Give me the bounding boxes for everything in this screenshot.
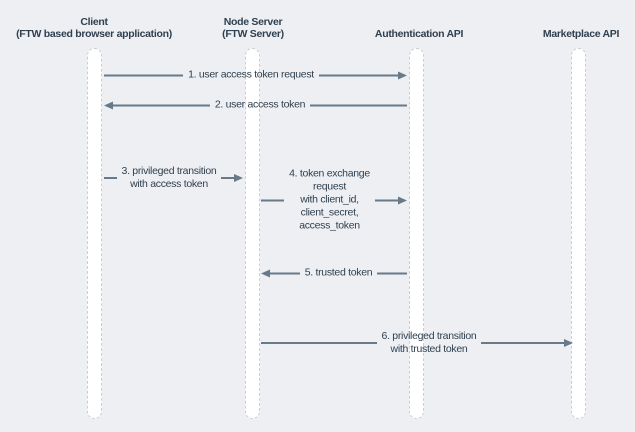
actor-subtitle: (FTW Server) (222, 28, 284, 40)
message-line (104, 177, 117, 179)
lifeline-node-server (245, 48, 260, 419)
actor-title: Client (80, 16, 108, 28)
lifeline-client (87, 48, 102, 419)
message-line (221, 177, 235, 179)
actor-title: Marketplace API (542, 28, 620, 40)
arrow-right-icon (398, 196, 407, 204)
actor-header-client: Client (FTW based browser application) (16, 8, 172, 40)
message-label: 5. trusted token (304, 266, 373, 279)
message-line (270, 272, 300, 274)
message-label: 1. user access token request (188, 68, 314, 81)
actor-header-authentication-api: Authentication API (375, 8, 463, 40)
lifeline-marketplace-api (571, 48, 586, 419)
arrow-right-icon (564, 339, 573, 347)
message-user-access-token-request: 1. user access token request (104, 69, 407, 82)
message-line (481, 342, 564, 344)
message-token-exchange-request: 4. token exchange request with client_id… (261, 168, 407, 233)
arrow-left-icon (104, 101, 113, 109)
message-privileged-transition-access-token: 3. privileged transition with access tok… (104, 165, 244, 191)
arrow-right-icon (234, 174, 244, 182)
message-line (261, 342, 377, 344)
lifeline-authentication-api (409, 48, 424, 419)
message-label: 3. privileged transition with access tok… (121, 165, 217, 190)
message-label: 6. privileged transition with trusted to… (381, 330, 477, 355)
actor-title: Node Server (223, 16, 283, 28)
message-label: 2. user access token (214, 98, 306, 111)
actor-header-marketplace-api: Marketplace API (542, 8, 620, 40)
actor-header-node-server: Node Server (FTW Server) (222, 8, 284, 40)
message-line (104, 74, 184, 76)
message-line (261, 199, 285, 201)
message-line (318, 74, 398, 76)
actor-title: Authentication API (374, 28, 464, 40)
message-label: 4. token exchange request with client_id… (289, 167, 370, 232)
message-line (377, 272, 408, 274)
arrow-left-icon (261, 269, 270, 277)
arrow-right-icon (398, 71, 407, 79)
message-trusted-token: 5. trusted token (261, 266, 408, 280)
actor-subtitle: (FTW based browser application) (16, 28, 172, 40)
message-privileged-transition-trusted-token: 6. privileged transition with trusted to… (261, 330, 573, 356)
message-line (374, 199, 398, 201)
message-user-access-token: 2. user access token (104, 99, 407, 112)
message-line (310, 104, 407, 106)
message-line (113, 104, 210, 106)
